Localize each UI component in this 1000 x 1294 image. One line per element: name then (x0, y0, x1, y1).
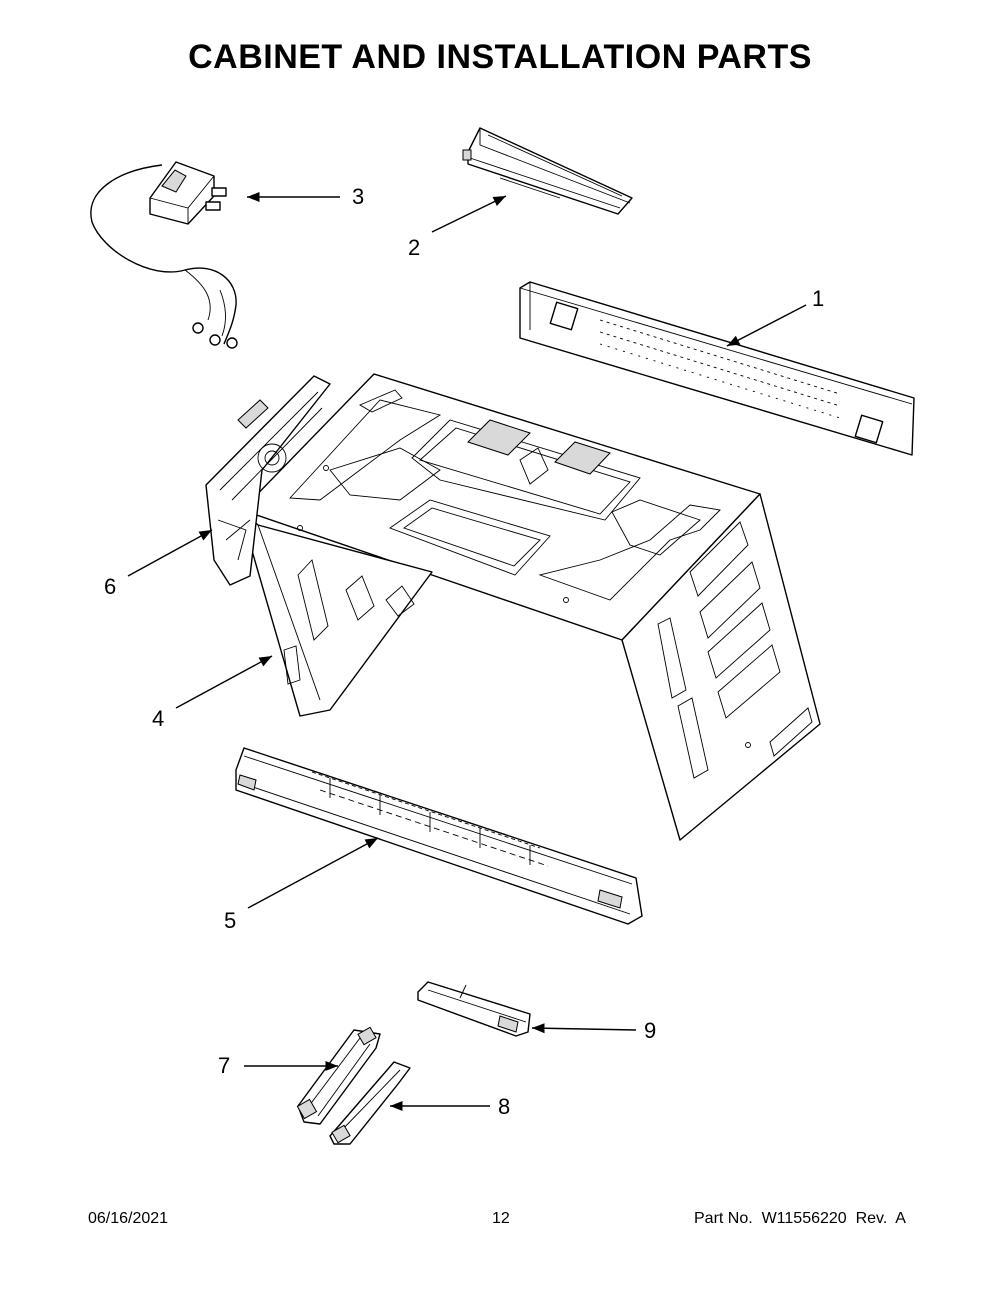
leader-arrow-4 (175, 655, 273, 709)
leader-arrow-1 (726, 304, 807, 347)
callout-2: 2 (408, 235, 421, 260)
leader-arrow-2 (431, 195, 507, 233)
side-duct-part-6 (205, 375, 331, 586)
bracket-part-8 (329, 1061, 411, 1145)
bracket-part-9 (417, 981, 531, 1037)
callout-8: 8 (498, 1094, 511, 1119)
callout-5: 5 (224, 908, 237, 933)
page-title: CABINET AND INSTALLATION PARTS (188, 38, 812, 76)
footer-page-number: 12 (492, 1210, 510, 1227)
bottom-rail-part-5 (235, 747, 643, 925)
leader-arrow-6 (127, 529, 213, 577)
mounting-plate-part-1 (519, 281, 915, 456)
callout-6: 6 (104, 574, 117, 599)
callout-3: 3 (352, 184, 365, 209)
callout-4: 4 (152, 706, 165, 731)
callout-9: 9 (644, 1018, 657, 1043)
callout-1: 1 (812, 286, 825, 311)
cabinet-wrapper-part-4 (241, 373, 821, 841)
footer-date: 06/16/2021 (88, 1210, 169, 1227)
footer-part-number: Part No. W11556220 Rev. A (694, 1210, 906, 1227)
leader-arrow-5 (247, 837, 379, 909)
top-bracket-part-2 (462, 127, 633, 215)
leader-arrow-9 (531, 1023, 637, 1034)
power-cord-part-3 (90, 161, 238, 349)
callout-7: 7 (218, 1053, 231, 1078)
bracket-part-7 (296, 1026, 381, 1125)
